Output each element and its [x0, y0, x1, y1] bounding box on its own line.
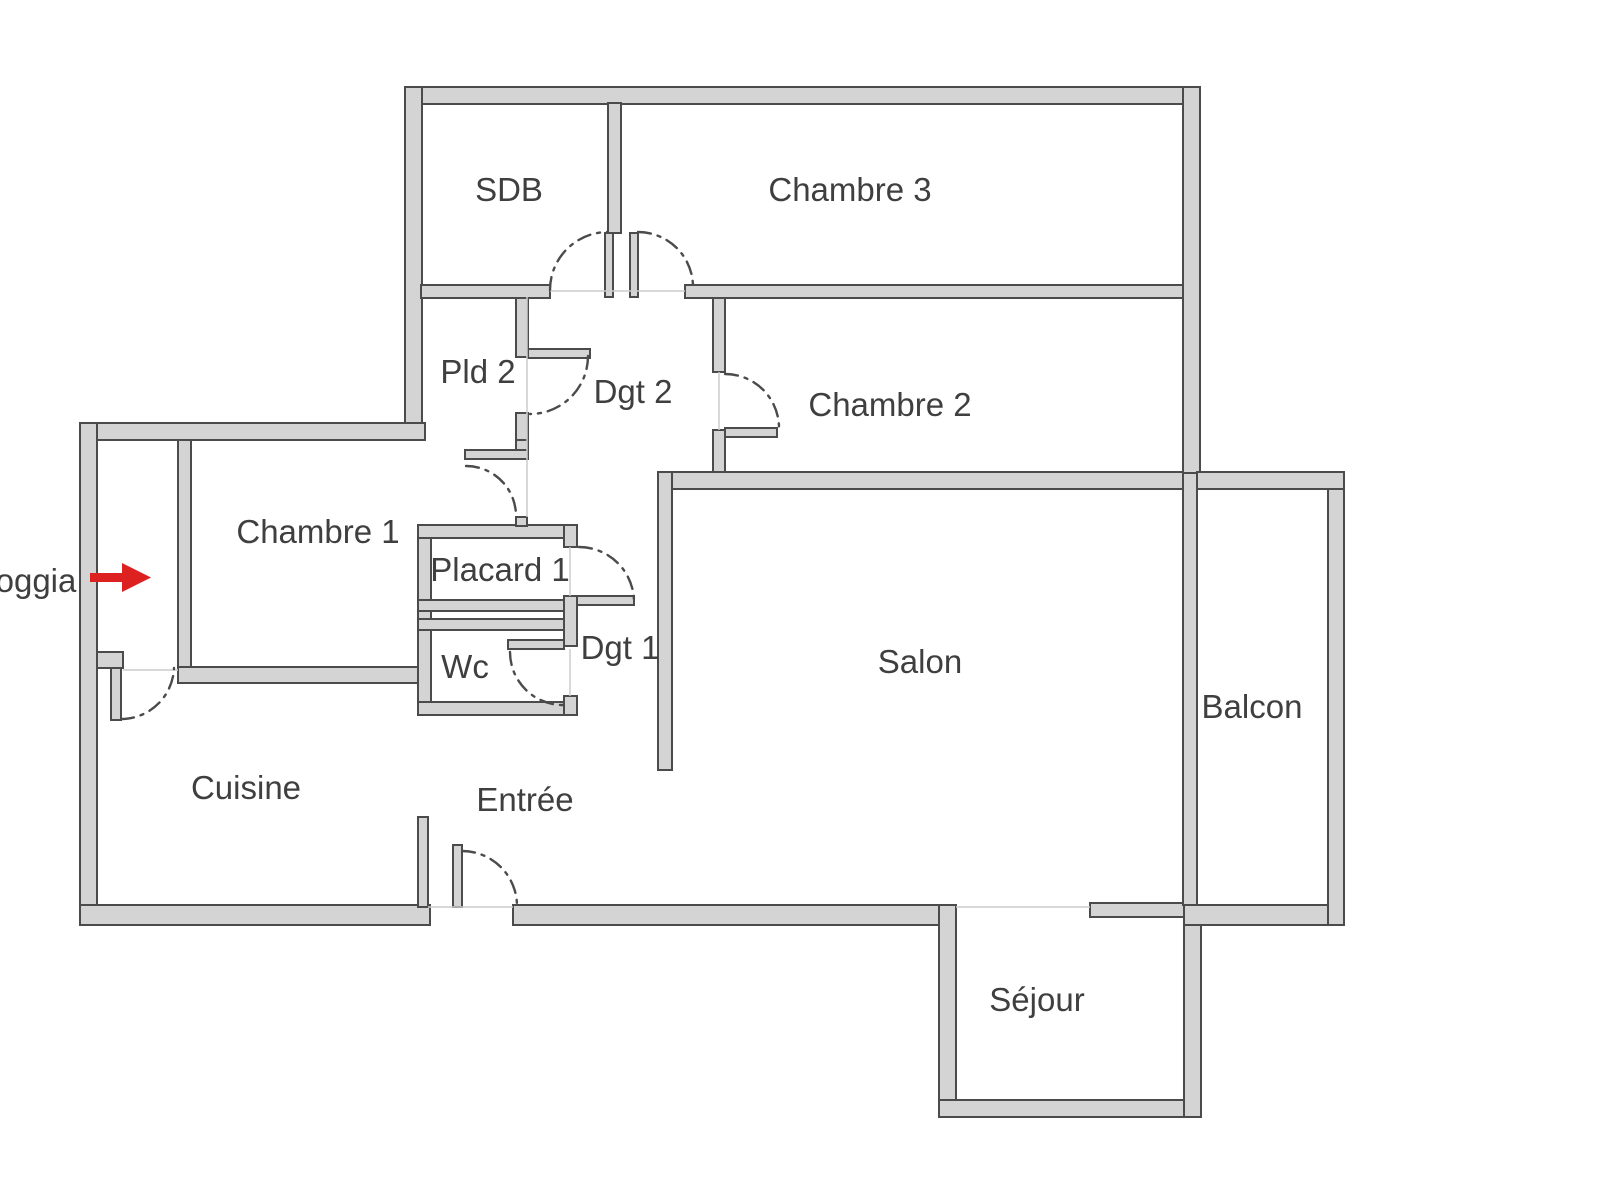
- wall: [417, 599, 578, 612]
- wall: [404, 86, 1201, 105]
- wall: [563, 524, 578, 548]
- door-arc: [723, 372, 781, 430]
- wall: [563, 595, 578, 647]
- wall: [1327, 471, 1345, 926]
- door-leaf: [724, 427, 778, 438]
- room-label-entree: Entrée: [476, 781, 573, 818]
- room-label-chambre3: Chambre 3: [768, 171, 931, 208]
- room-label-chambre1: Chambre 1: [236, 513, 399, 550]
- wall: [657, 471, 1184, 490]
- wall: [177, 439, 192, 671]
- door-arc: [636, 230, 695, 289]
- wall: [417, 618, 578, 631]
- wall: [512, 904, 956, 926]
- exterior-walls: [79, 86, 1345, 1118]
- door-leaf: [110, 667, 122, 721]
- room-labels: SDB Chambre 3 Pld 2 Dgt 2 Chambre 2 Cham…: [0, 171, 1302, 1018]
- wall: [79, 422, 426, 441]
- door-jamb: [629, 232, 639, 298]
- door-arcs: [119, 230, 781, 908]
- door-arc: [464, 464, 518, 518]
- room-label-wc: Wc: [441, 648, 489, 685]
- room-label-salon: Salon: [878, 643, 962, 680]
- wall: [684, 284, 1184, 299]
- door-leaf: [507, 639, 565, 650]
- wall: [404, 86, 423, 441]
- room-label-sejour: Séjour: [989, 981, 1084, 1018]
- door-arc: [460, 849, 519, 908]
- wall: [1089, 902, 1185, 918]
- wall: [515, 516, 528, 527]
- door-arc: [119, 666, 176, 721]
- door-arc: [528, 354, 590, 416]
- room-label-pld2: Pld 2: [440, 353, 515, 390]
- wall: [417, 524, 578, 539]
- wall: [1183, 904, 1345, 926]
- entry-arrow: [90, 563, 151, 592]
- door-jamb: [464, 449, 529, 460]
- room-label-sdb: SDB: [475, 171, 543, 208]
- wall: [515, 297, 529, 358]
- door-leaf: [527, 348, 591, 359]
- wall: [712, 297, 726, 373]
- wall: [420, 284, 551, 299]
- wall: [712, 429, 726, 478]
- room-boundary-lines: [123, 290, 1090, 908]
- wall: [607, 102, 622, 234]
- door-arc: [548, 230, 610, 292]
- wall: [79, 904, 431, 926]
- wall: [177, 666, 419, 684]
- room-label-dgt1: Dgt 1: [581, 629, 660, 666]
- wall: [938, 1099, 1202, 1118]
- entry-arrow-head: [122, 563, 151, 592]
- room-label-chambre2: Chambre 2: [808, 386, 971, 423]
- wall: [563, 695, 578, 716]
- wall: [79, 422, 98, 926]
- wall: [417, 816, 429, 908]
- entry-arrow-tail: [90, 573, 126, 582]
- room-label-cuisine: Cuisine: [191, 769, 301, 806]
- room-label-balcon: Balcon: [1202, 688, 1303, 725]
- door-arc: [577, 545, 636, 604]
- wall: [515, 412, 529, 441]
- room-label-placard1: Placard 1: [430, 551, 569, 588]
- room-label-loggia: oggia: [0, 562, 77, 599]
- wall: [1182, 86, 1201, 474]
- wall: [1182, 472, 1198, 906]
- door-jamb: [604, 232, 614, 298]
- room-label-dgt2: Dgt 2: [594, 373, 673, 410]
- door-arc: [508, 650, 565, 707]
- wall: [657, 471, 673, 771]
- wall: [1196, 471, 1345, 490]
- wall: [1183, 904, 1202, 1118]
- door-leaf: [452, 844, 463, 908]
- wall: [96, 651, 124, 669]
- wall: [938, 904, 957, 1118]
